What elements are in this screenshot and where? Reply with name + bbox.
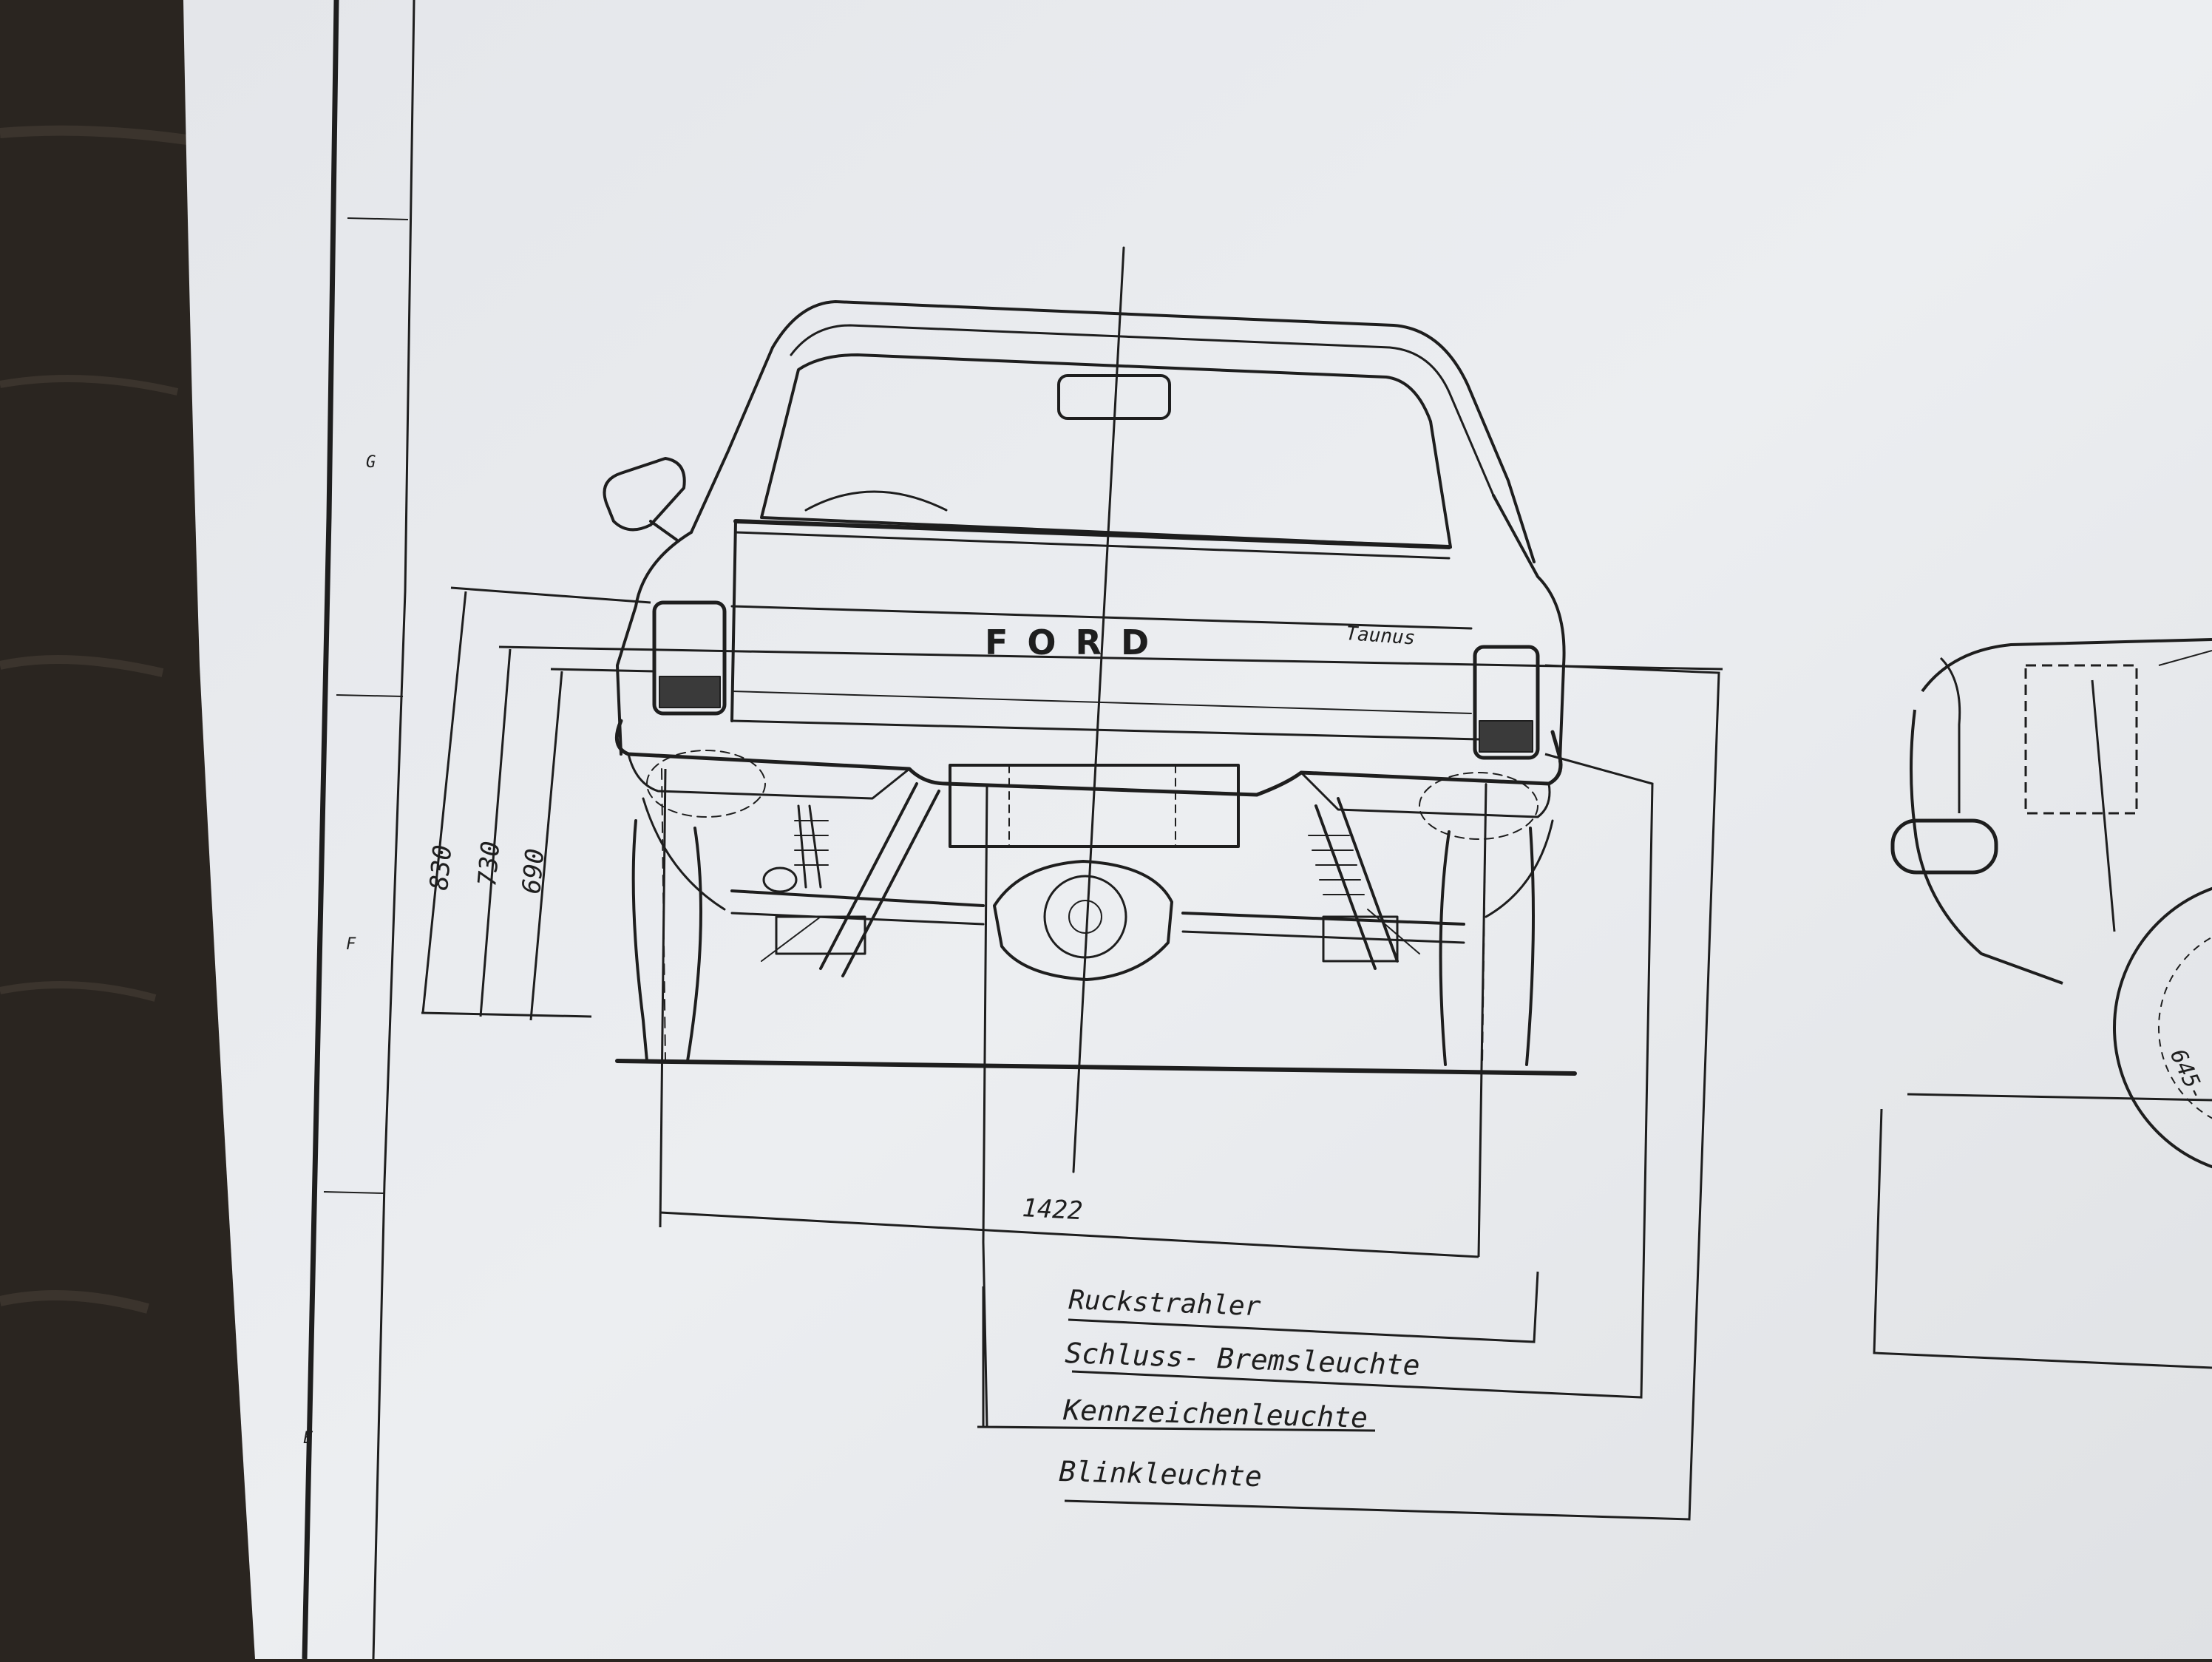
- ground-line: [615, 1059, 1577, 1076]
- frame-mark-e: E: [303, 1429, 313, 1448]
- callout-leaders: [977, 664, 1720, 1521]
- height-dimensions: [421, 586, 1723, 1021]
- frame-mark-g: G: [366, 453, 376, 472]
- frame-mark-f: F: [346, 935, 356, 954]
- side-mirror: [603, 457, 686, 541]
- callout-license-plate-light: Kennzeichenleuchte: [1062, 1394, 1368, 1434]
- track-dimension: [659, 768, 1487, 1258]
- right-suspension: [1308, 797, 1420, 970]
- dim-height-730: 730: [472, 840, 506, 888]
- model-script: Taunus: [1346, 623, 1417, 649]
- callout-turn-signal: Blinkleuchte: [1059, 1455, 1263, 1493]
- paper-sheet: [183, 0, 2212, 1659]
- tail-light-left: [652, 600, 727, 716]
- car-rear-view: [603, 246, 1577, 1173]
- tail-light-right: [1473, 645, 1540, 760]
- differential: [993, 860, 1173, 981]
- left-suspension: [761, 782, 940, 977]
- license-plate: [949, 764, 1240, 848]
- side-wheel: [2113, 886, 2212, 1169]
- callout-reflector: Ruckstrahler: [1068, 1285, 1262, 1322]
- exhaust-pipe: [762, 866, 798, 893]
- dim-height-690: 690: [517, 847, 550, 895]
- centerline: [1072, 246, 1125, 1173]
- drawing-frame: [302, 0, 415, 1660]
- dim-height-830: 830: [424, 844, 458, 892]
- partial-side-view: [1873, 638, 2212, 1369]
- side-bumper: [1890, 818, 1998, 875]
- center-light: [1057, 374, 1171, 420]
- dim-track-1422: 1422: [1022, 1193, 1084, 1226]
